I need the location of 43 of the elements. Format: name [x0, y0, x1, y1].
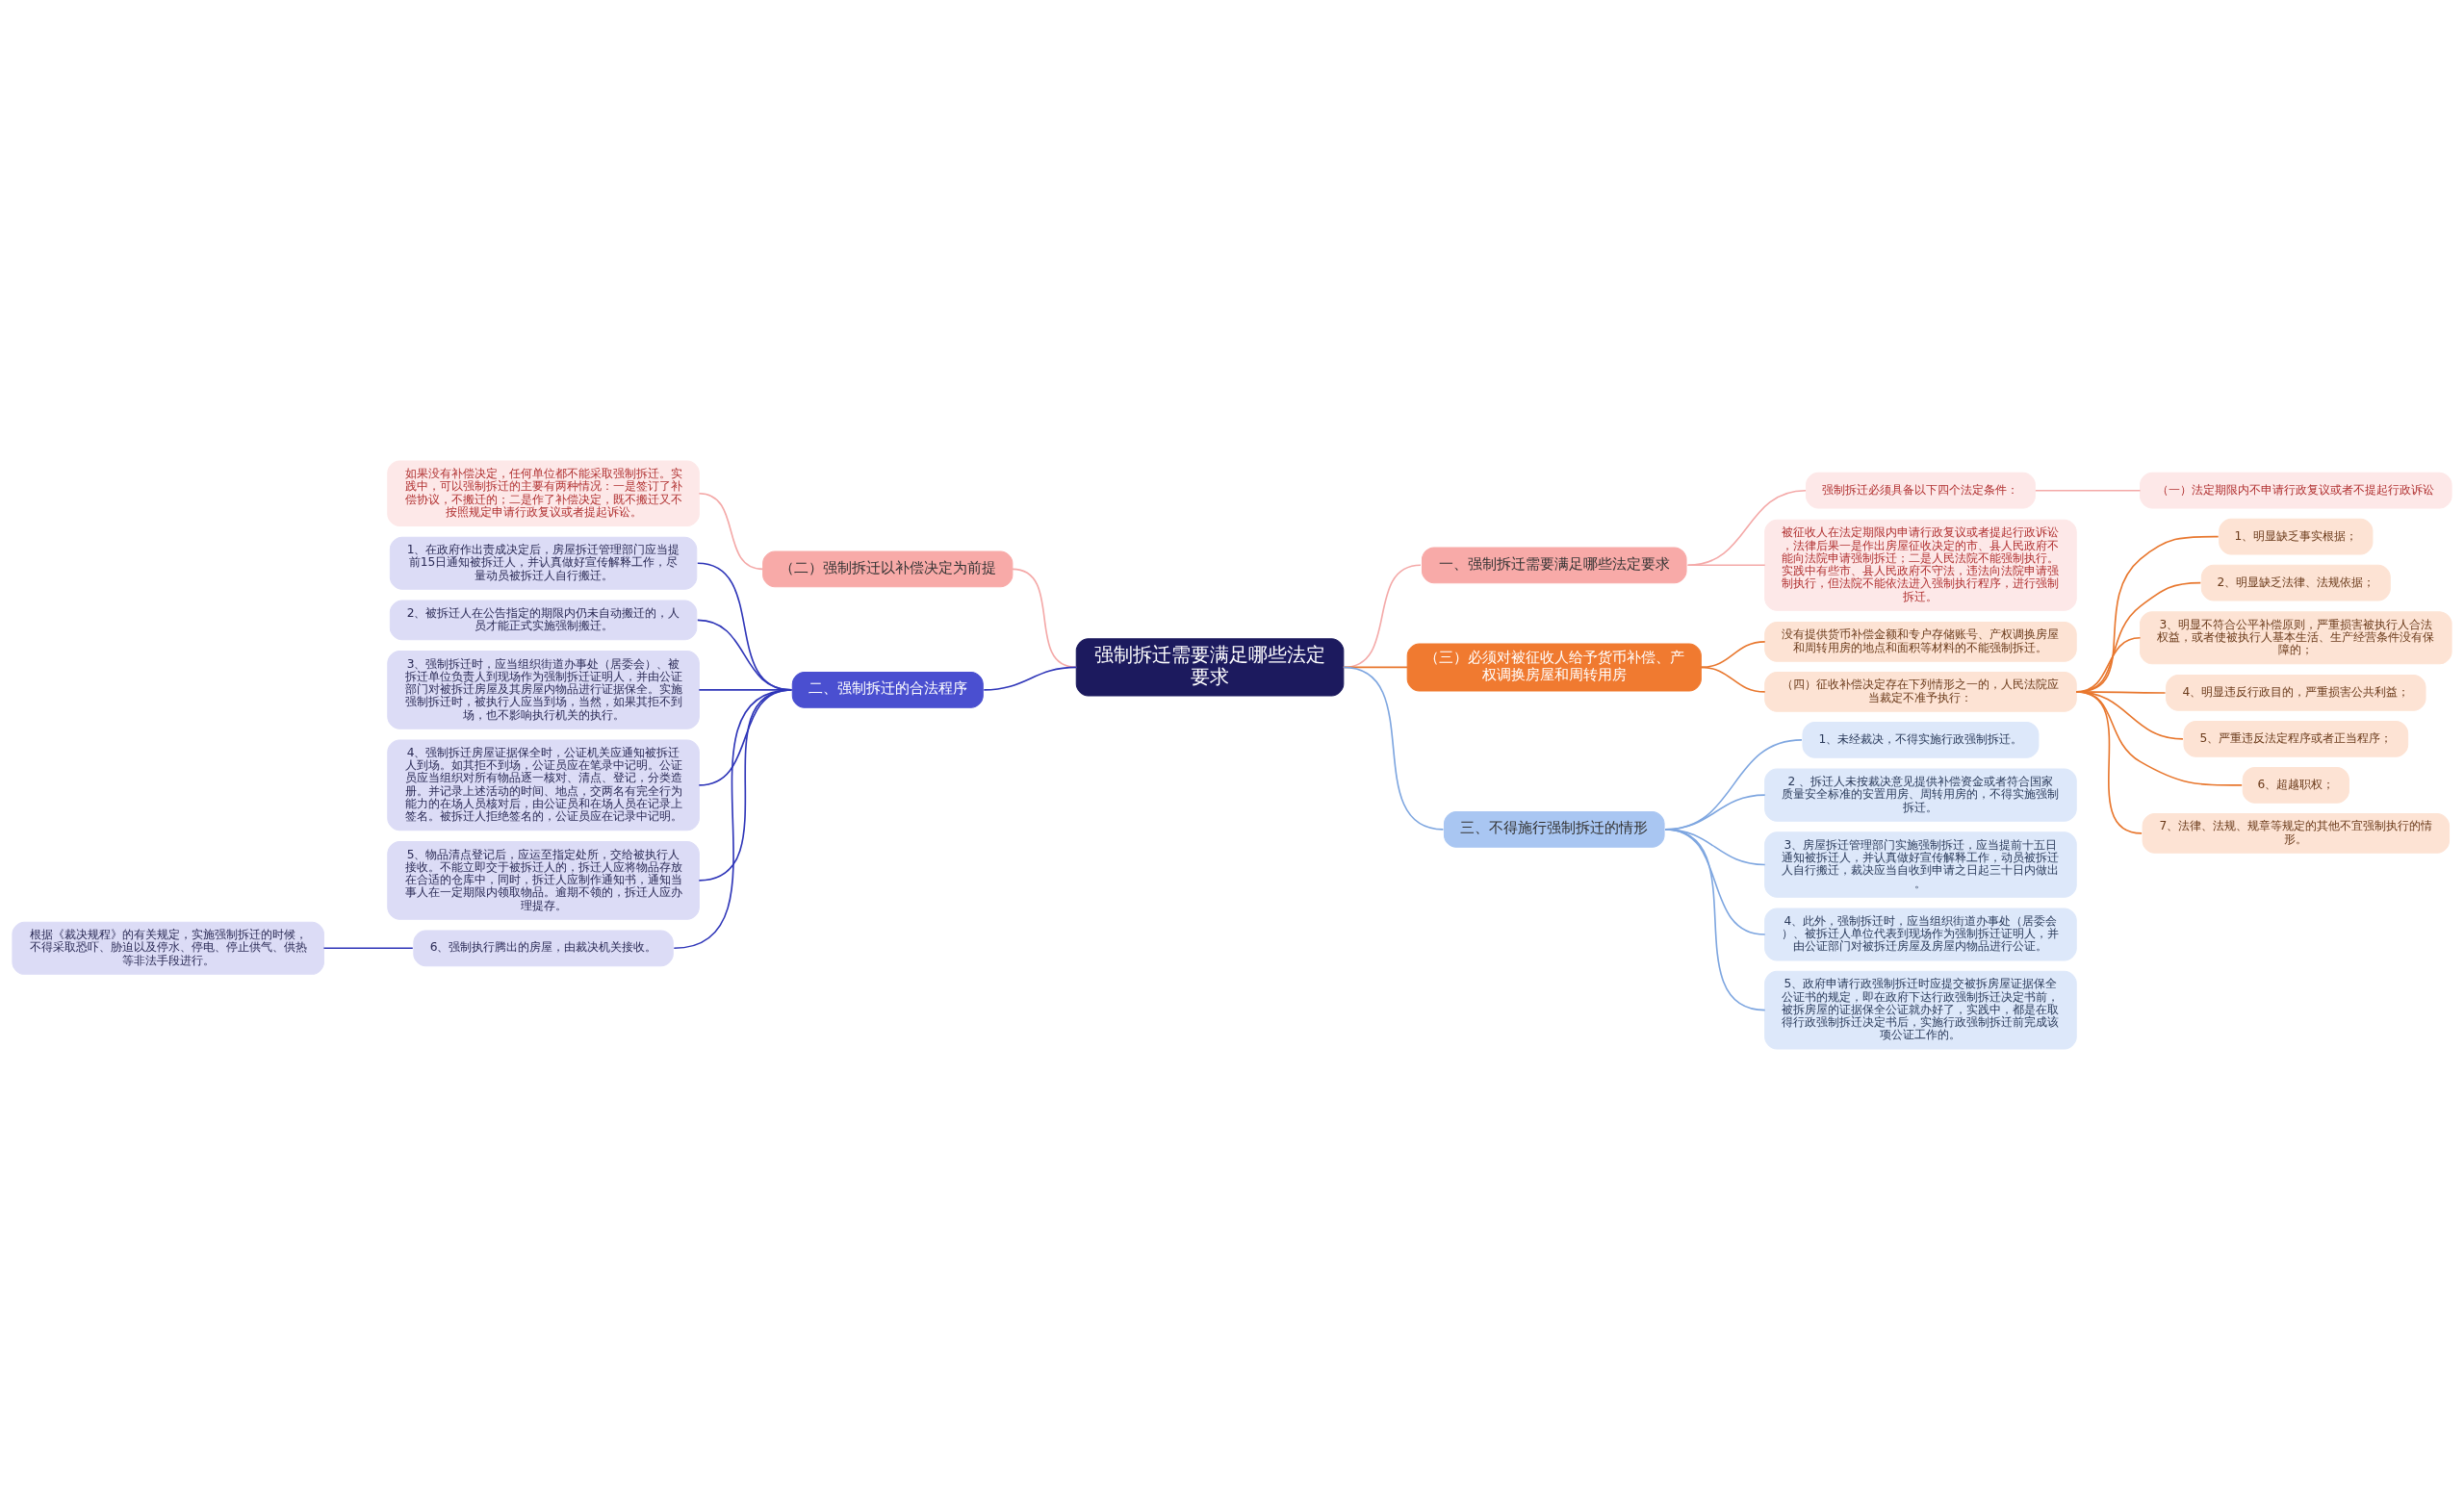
node-box: 1、未经裁决，不得实施行政强制拆迁。: [1802, 721, 2040, 758]
node-box: 没有提供货币补偿金额和专户存储账号、产权调换房屋和周转用房的地点和面积等材料的不能强制拆迁。: [1764, 621, 2077, 662]
connector: [1664, 828, 1766, 1010]
node-box: 6、超越职权；: [2242, 766, 2349, 804]
connector: [1700, 640, 1766, 668]
connector: [322, 947, 414, 949]
connector: [2075, 690, 2143, 834]
connector: [2035, 489, 2142, 491]
connector: [1686, 563, 1766, 566]
node-box: 强制拆迁必须具备以下四个法定条件：: [1806, 472, 2036, 509]
connector: [698, 492, 764, 570]
node-box: （三）必须对被征收人给予货币补偿、产权调换房屋和周转用房: [1406, 642, 1702, 691]
node-box: 5、政府申请行政强制拆迁时应提交被拆房屋证据保全公证书的规定，即在政府下达行政强制拆迁决定书前，被拆房屋的证据保全公证就办好了，实践中，都是在取得行政强制拆迁决定书后，实施行政强制拆迁前完成该项公证工作的。: [1764, 970, 2077, 1049]
node-box: 根据《裁决规程》的有关规定，实施强制拆迁的时候，不得采取恐吓、胁迫以及停水、停电、停止供气、供热等非法手段进行。: [12, 921, 324, 975]
node-box: （四）征收补偿决定存在下列情形之一的，人民法院应当裁定不准予执行：: [1764, 671, 2077, 712]
connector: [1700, 666, 1766, 693]
node-box: 2、被拆迁人在公告指定的期限内仍未自动搬迁的，人员才能正式实施强制搬迁。: [389, 600, 698, 640]
node-box: 三、不得施行强制拆迁的情形: [1443, 810, 1665, 848]
connector: [1012, 568, 1078, 668]
node-box: 4、强制拆迁房屋证据保全时，公证机关应通知被拆迁人到场。如其拒不到场，公证员应在笔录中记明。公证员应当组织对所有物品逐一核对、清点、登记，分类造册。并记录上述活动的时间、地点，交两名有完全行为能力的在场人员核对后，由公证员和在场人员在记录上签名。被拆迁人拒绝签名的，公证员应在记录中记明。: [387, 738, 700, 831]
node-box: 2 、拆迁人未按裁决意见提供补偿资金或者符合国家质量安全标准的安置用房、周转用房的，不得实施强制拆迁。: [1764, 768, 2077, 822]
node-box: 7、法律、法规、规章等规定的其他不宜强制执行的情形。: [2142, 812, 2451, 854]
node-box: 2、明显缺乏法律、法规依据；: [2200, 564, 2391, 601]
node-box: 强制拆迁需要满足哪些法定要求: [1075, 637, 1345, 696]
node-box: 被征收人在法定期限内申请行政复议或者提起行政诉讼，法律后果一是作出房屋征收决定的市、县人民政府不能向法院申请强制拆迁；二是人民法院不能强制执行。实践中有些市、县人民政府不守法，违法向法院申请强制执行，但法院不能依法进入强制执行程序，进行强制拆迁。: [1764, 519, 2077, 611]
node-box: 3、房屋拆迁管理部门实施强制拆迁，应当提前十五日通知被拆迁人，并认真做好宣传解释工作，动员被拆迁人自行搬迁，裁决应当自收到申请之日起三十日内做出。: [1764, 831, 2077, 898]
node-box: 6、强制执行腾出的房屋，由裁决机关接收。: [413, 929, 674, 966]
connector: [1686, 489, 1807, 566]
node-box: 4、此外，强制拆迁时，应当组织街道办事处（居委会）、被拆迁人单位代表到现场作为强制拆迁证明人，并由公证部门对被拆迁房屋及房屋内物品进行公证。: [1764, 907, 2077, 961]
node-box: 1、在政府作出责成决定后，房屋拆迁管理部门应当提前15日通知被拆迁人，并认真做好宣传解释工作，尽量动员被拆迁人自行搬迁。: [389, 536, 698, 590]
node-box: 一、强制拆迁需要满足哪些法定要求: [1422, 546, 1687, 583]
node-box: 5、物品清点登记后，应运至指定处所，交给被执行人接收。不能立即交于被拆迁人的，拆迁人应将物品存放在合适的仓库中，同时，拆迁人应制作通知书，通知当事人在一定期限内领取物品。逾期不领的，拆迁人应办理提存。: [387, 840, 700, 920]
node-box: 1、明显缺乏事实根据；: [2219, 518, 2374, 555]
node-box: 如果没有补偿决定，任何单位都不能采取强制拆迁。实践中，可以强制拆迁的主要有两种情况：一是签订了补偿协议，不搬迁的；二是作了补偿决定，既不搬迁又不按照规定申请行政复议或者提起诉讼。: [387, 460, 700, 526]
node-box: 5、严重违反法定程序或者正当程序；: [2183, 720, 2409, 757]
node-box: 二、强制拆迁的合法程序: [791, 671, 984, 708]
node-box: 3、强制拆迁时，应当组织街道办事处（居委会）、被拆迁单位负责人到现场作为强制拆迁证明人，并由公证部门对被拆迁房屋及其房屋内物品进行证据保全。实施强制拆迁时，被执行人应当到场，当然，如果其拒不到场，也不影响执行机关的执行。: [387, 650, 700, 729]
node-box: 3、明显不符合公平补偿原则，严重损害被执行人合法权益，或者使被执行人基本生活、生产经营条件没有保障的；: [2140, 610, 2452, 664]
node-box: （一）法定期限内不申请行政复议或者不提起行政诉讼: [2140, 472, 2452, 509]
node-box: （二）强制拆迁以补偿决定为前提: [762, 550, 1014, 587]
node-box: 4、明显违反行政目的，严重损害公共利益；: [2166, 674, 2426, 711]
connector: [673, 688, 793, 949]
connector: [983, 666, 1078, 691]
